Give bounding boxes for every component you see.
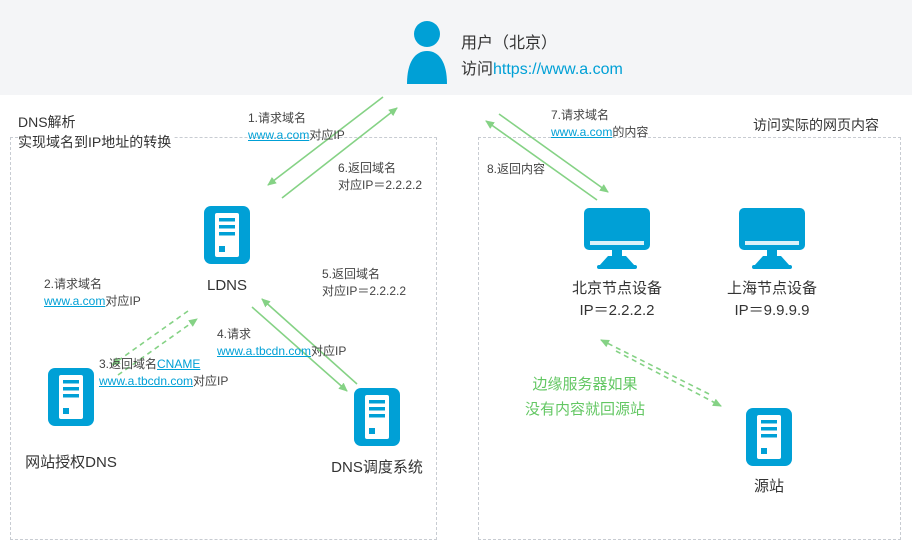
visit-line: 访问https://www.a.com [461,55,623,79]
visit-prefix: 访问 [461,61,494,78]
origin-server-icon [746,408,792,466]
visit-url-link: https://www.a.com [493,61,623,78]
shanghai-node-ip: IP＝9.9.9.9 [734,302,810,319]
step3-label: 3.返回域名CNAME www.a.tbcdn.com对应IP [99,357,229,388]
step6-label: 6.返回域名 对应IP＝2.2.2.2 [338,161,423,192]
web-panel-title: 访问实际的网页内容 [753,117,879,133]
step3-cname-link: CNAME [157,357,201,371]
auth-dns-label: 网站授权DNS [25,454,117,471]
origin-fallback-note: 边缘服务器如果 没有内容就回源站 [524,376,645,418]
shanghai-node-label: 上海节点设备 [726,280,817,297]
user-label: 用户（北京） [461,35,558,52]
user-icon [407,21,447,84]
shanghai-node-icon [739,208,805,269]
step4-label: 4.请求 www.a.tbcdn.com对应IP [217,327,347,358]
user-header: 用户（北京） 访问https://www.a.com [0,0,912,95]
step7-link: www.a.com [551,125,613,139]
auth-dns-server-icon [48,368,94,426]
step8-label: 8.返回内容 [487,162,546,176]
dns-panel-title: DNS解析 实现域名到IP地址的转换 [18,112,175,152]
step4-link: www.a.tbcdn.com [217,344,312,358]
beijing-node-label: 北京节点设备 [571,280,662,297]
step2-link: www.a.com [44,294,106,308]
step1-link: www.a.com [248,128,310,142]
step2-label: 2.请求域名 www.a.com对应IP [44,277,141,308]
ldns-server-icon [204,206,250,264]
origin-label: 源站 [753,478,784,495]
dns-panel-title-line1: DNS解析 [18,114,76,130]
web-panel [478,137,901,540]
ldns-label: LDNS [206,277,247,294]
scheduler-server-icon [354,388,400,446]
step7-label: 7.请求域名 www.a.com的内容 [551,108,649,139]
step5-label: 5.返回域名 对应IP＝2.2.2.2 [322,267,407,298]
beijing-node-icon [584,208,650,269]
beijing-node-ip: IP＝2.2.2.2 [579,302,655,319]
step1-label: 1.请求域名 www.a.com对应IP [248,111,345,142]
dns-panel-title-line2: 实现域名到IP地址的转换 [18,134,172,150]
dns-panel [10,137,437,540]
step3-link: www.a.tbcdn.com [99,374,194,388]
scheduler-label: DNS调度系统 [331,459,423,476]
